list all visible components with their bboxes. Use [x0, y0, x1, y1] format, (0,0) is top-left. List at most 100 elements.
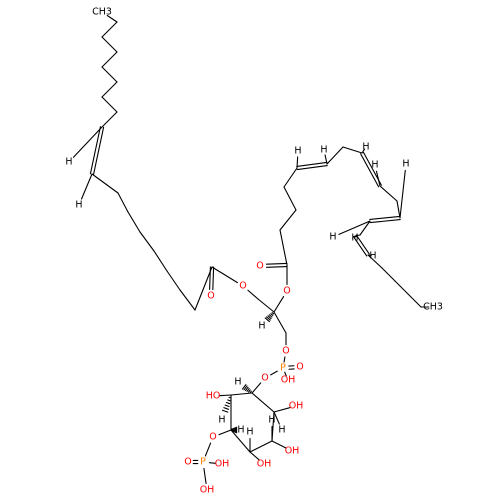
single-bond-line: [367, 254, 383, 269]
single-bond-line: [324, 154, 328, 165]
single-bond-line: [394, 280, 409, 295]
single-bond-line: [91, 173, 119, 194]
bond-A16-A17: [381, 267, 396, 282]
atom-label-H10: H: [351, 233, 358, 244]
bond-RO6-P2: [204, 442, 212, 457]
single-bond-line: [101, 51, 118, 68]
single-bond-line: [247, 289, 259, 300]
single-bond-line: [204, 442, 212, 457]
bond-C7-C8: [101, 96, 118, 113]
bond-C17-C18: [194, 266, 213, 311]
bond-O2-G1: [247, 289, 259, 300]
bond-R3-HR3: [231, 426, 238, 434]
hash-stroke: [264, 317, 271, 323]
atom-label-H6: H: [362, 142, 369, 153]
bond-C18-O1: [209, 266, 215, 291]
bond-layer: [72, 14, 430, 485]
atom-label-H9: H: [329, 232, 336, 243]
atom-label-O10: OH: [215, 459, 230, 470]
hash-stroke: [249, 390, 252, 394]
bond-A6-A7: [326, 146, 344, 165]
bond-A7-A8: [342, 146, 363, 154]
bond-G2-G3: [273, 311, 287, 334]
single-bond-line: [354, 234, 361, 237]
single-bond-line: [80, 173, 93, 200]
single-bond-line: [101, 81, 118, 98]
single-bond-line: [381, 267, 396, 282]
single-bond-line: [194, 266, 213, 311]
bond-R3-R4: [230, 429, 251, 453]
single-bond-line: [279, 209, 297, 231]
single-bond-line: [249, 451, 260, 461]
bond-C9-C10: [89, 126, 105, 175]
bond-A17-A18: [394, 280, 409, 295]
atom-label-O7: OH: [281, 375, 296, 386]
single-bond-line: [179, 289, 196, 311]
single-bond-line: [271, 440, 287, 449]
single-bond-line: [101, 96, 118, 113]
bond-R5-RO4: [271, 440, 287, 449]
single-bond-line: [379, 185, 398, 202]
bond-A5-A6: [296, 161, 328, 171]
bond-G2-O3: [273, 295, 285, 313]
bond-A12-H9: [338, 220, 371, 235]
atom-label-P1: P: [280, 363, 286, 374]
single-bond-line: [338, 220, 371, 235]
single-bond-line: [208, 462, 217, 464]
bond-C5-C6: [101, 66, 118, 83]
bond-A6-H5: [324, 154, 328, 165]
atom-label-HR2: H: [218, 415, 225, 426]
single-bond-line: [101, 21, 118, 38]
double-bond-line: [296, 165, 328, 171]
single-bond-line: [230, 429, 251, 453]
hash-stroke: [228, 396, 232, 399]
atom-label-P2: P: [200, 457, 206, 468]
bond-R3-RO6: [218, 429, 232, 436]
atom-label-RO4: OH: [285, 446, 300, 457]
bond-A8-H6: [361, 148, 366, 154]
bond-P2-O11: [203, 467, 207, 485]
bond-A14-A15: [353, 234, 370, 257]
bond-C3-C4: [101, 36, 118, 53]
single-bond-line: [230, 392, 253, 396]
atom-label-HR1: H: [234, 377, 241, 388]
single-bond-line: [326, 146, 344, 165]
double-bond-line: [93, 126, 105, 175]
atom-label-O9: O: [184, 457, 191, 468]
bond-A10-A11: [396, 200, 401, 219]
bond-A11-H8: [399, 169, 406, 219]
single-bond-line: [117, 192, 129, 213]
hash-stroke: [227, 399, 231, 402]
bond-A5-H4: [296, 156, 299, 169]
bond-C16-C17: [179, 289, 196, 311]
atom-label-H7: H: [371, 160, 378, 171]
single-bond-line: [101, 66, 118, 83]
bond-R2-RO2: [218, 394, 232, 397]
bond-R2-HR2: [221, 396, 232, 413]
atom-label-HR3: H: [237, 425, 244, 436]
bond-A3-A4: [283, 186, 297, 211]
atom-label-O5: O: [282, 346, 289, 357]
double-bond-line: [265, 262, 288, 265]
bond-A9-A10: [379, 185, 398, 202]
atom-label-H3: H: [258, 321, 265, 332]
atom-label-O8: O: [261, 373, 268, 384]
atom-label-H11: H: [369, 251, 376, 262]
atom-label-O3: O: [283, 286, 290, 297]
bond-G2-H3: [264, 312, 275, 323]
single-bond-line: [273, 311, 287, 334]
double-bond-line: [360, 153, 380, 188]
hash-stroke: [271, 312, 275, 315]
double-bond-line: [296, 161, 328, 167]
double-bond-line: [369, 215, 401, 220]
bond-R4-RO5: [249, 451, 260, 461]
double-bond-line: [353, 236, 368, 257]
atom-label-H8: H: [402, 159, 409, 170]
hash-stroke: [268, 314, 273, 318]
single-bond-line: [396, 200, 401, 219]
single-bond-line: [166, 270, 181, 291]
bond-P2-O10: [208, 462, 217, 464]
single-bond-line: [101, 36, 118, 53]
